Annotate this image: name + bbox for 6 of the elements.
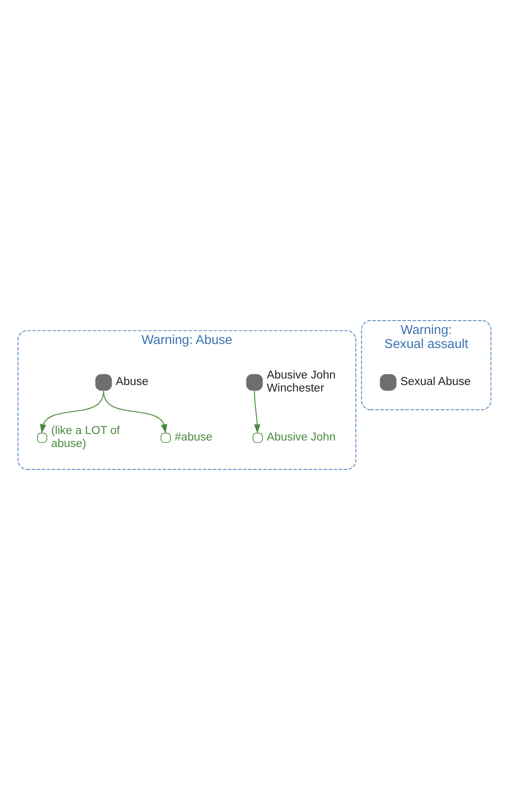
node-label: #abuse xyxy=(174,431,212,444)
node-label: (like a LOT of abuse) xyxy=(51,425,120,450)
node-label: Sexual Abuse xyxy=(400,376,471,388)
node-label: Abusive John xyxy=(266,431,336,444)
node-label: Abuse xyxy=(116,376,148,388)
node-label: Abusive John Winchester xyxy=(266,370,336,395)
